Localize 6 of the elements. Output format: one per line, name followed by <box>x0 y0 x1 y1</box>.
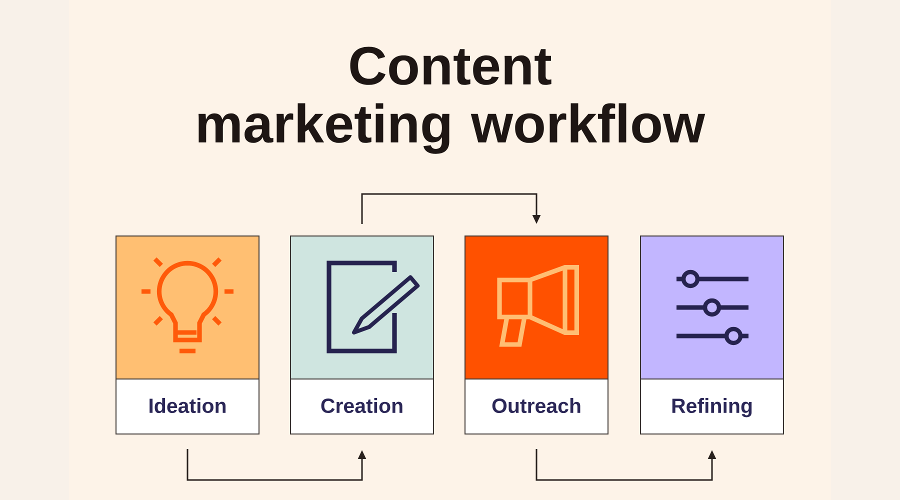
title: Content marketing workflow <box>198 46 706 154</box>
elbow-arrow <box>361 193 541 224</box>
step-card: Outreach <box>464 236 608 434</box>
step-card: Ideation <box>116 236 260 434</box>
step-card: Creation <box>290 236 434 434</box>
step-card: Refining <box>640 236 784 434</box>
